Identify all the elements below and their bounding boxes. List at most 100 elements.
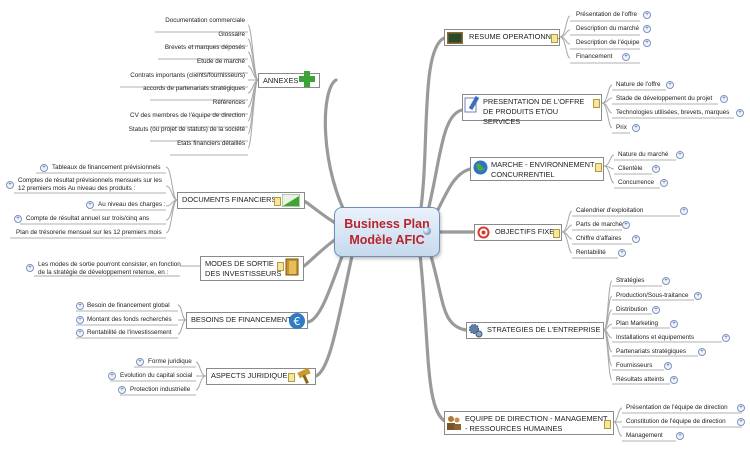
leaf-resume[interactable]: Description du marché <box>576 25 639 32</box>
expand-plus-icon[interactable]: + <box>737 404 745 412</box>
expand-plus-icon[interactable]: + <box>622 53 630 61</box>
expand-plus-icon[interactable]: + <box>722 334 730 342</box>
leaf-strategies[interactable]: Résultats atteints <box>616 376 665 383</box>
leaf-annexes[interactable]: Etats financiers détaillés <box>177 140 245 147</box>
expand-plus-icon[interactable]: + <box>643 25 651 33</box>
leaf-strategies[interactable]: Production/Sous-traitance <box>616 292 689 299</box>
leaf-annexes[interactable]: Etude de marché <box>197 58 245 65</box>
expand-plus-icon[interactable]: + <box>698 348 706 356</box>
leaf-marche[interactable]: Nature du marché <box>618 151 669 158</box>
expand-plus-icon[interactable]: + <box>736 109 744 117</box>
branch-documents-financiers[interactable]: DOCUMENTS FINANCIERS <box>177 192 305 209</box>
leaf-besoins[interactable]: Besoin de financement global <box>87 302 170 309</box>
expand-plus-icon[interactable]: + <box>694 292 702 300</box>
leaf-docs[interactable]: Comptes de résultat prévisionnels mensue… <box>18 177 162 192</box>
note-icon <box>277 262 284 271</box>
branch-presentation-offre[interactable]: PRESENTATION DE L'OFFRE DE PRODUITS ET/O… <box>462 94 602 126</box>
leaf-juridiques[interactable]: Protection industrielle <box>130 386 191 393</box>
leaf-equipe[interactable]: Constitution de l'équipe de direction <box>626 418 726 425</box>
expand-plus-icon[interactable]: + <box>720 95 728 103</box>
expand-plus-icon[interactable]: + <box>670 320 678 328</box>
expand-plus-icon[interactable]: + <box>632 124 640 132</box>
leaf-docs[interactable]: Compte de résultat annuel sur trois/cinq… <box>26 215 150 222</box>
expand-plus-icon[interactable]: + <box>643 39 651 47</box>
leaf-objectifs[interactable]: Chiffre d'affaires <box>576 235 622 242</box>
leaf-juridiques[interactable]: Forme juridique <box>148 358 192 365</box>
expand-plus-icon[interactable]: + <box>26 264 34 272</box>
expand-plus-icon[interactable]: + <box>670 376 678 384</box>
expand-plus-icon[interactable]: + <box>14 215 22 223</box>
branch-resume-operationnel[interactable]: RESUME OPERATIONNEL <box>444 29 560 46</box>
leaf-marche[interactable]: Clientèle <box>618 165 643 172</box>
branch-equipe-direction[interactable]: EQUIPE DE DIRECTION - MANAGEMENT - RESSO… <box>444 411 614 435</box>
leaf-annexes[interactable]: accords de partenariats stratégiques <box>143 85 245 92</box>
leaf-annexes[interactable]: Références <box>212 99 245 106</box>
leaf-annexes[interactable]: Statuts (ou projet de statuts) de la soc… <box>128 126 245 133</box>
expand-plus-icon[interactable]: + <box>652 165 660 173</box>
expand-plus-icon[interactable]: + <box>664 362 672 370</box>
expand-plus-icon[interactable]: + <box>108 372 116 380</box>
branch-sortie-label: MODES DE SORTIE DES INVESTISSEURS <box>205 259 282 278</box>
leaf-equipe[interactable]: Management <box>626 432 663 439</box>
expand-plus-icon[interactable]: + <box>680 207 688 215</box>
leaf-marche[interactable]: Concurrence <box>618 179 655 186</box>
leaf-besoins[interactable]: Rentabilité de l'investissement <box>87 329 172 336</box>
expand-plus-icon[interactable]: + <box>622 221 630 229</box>
leaf-resume[interactable]: Présentation de l'offre <box>576 11 637 18</box>
leaf-offre[interactable]: Technologies utilisées, brevets, marques <box>616 109 730 116</box>
expand-plus-icon[interactable]: + <box>660 179 668 187</box>
leaf-sortie[interactable]: Les modes de sortie pourront consister, … <box>38 261 181 276</box>
expand-plus-icon[interactable]: + <box>632 235 640 243</box>
expand-plus-icon[interactable]: + <box>6 181 14 189</box>
expand-plus-icon[interactable]: + <box>737 418 745 426</box>
expand-plus-icon[interactable]: + <box>662 277 670 285</box>
leaf-annexes[interactable]: Contrats importants (clients/fournisseur… <box>130 72 245 79</box>
leaf-objectifs[interactable]: Parts de marché <box>576 221 623 228</box>
gavel-icon <box>296 367 314 385</box>
expand-dot-icon[interactable] <box>423 227 431 235</box>
expand-plus-icon[interactable]: + <box>76 316 84 324</box>
leaf-equipe[interactable]: Présentation de l'équipe de direction <box>626 404 728 411</box>
leaf-besoins[interactable]: Montant des fonds recherchés <box>87 316 172 323</box>
branch-marche[interactable]: MARCHE - ENVIRONNEMENT CONCURRENTIEL <box>470 157 604 181</box>
expand-plus-icon[interactable]: + <box>652 306 660 314</box>
leaf-docs[interactable]: Tableaux de financement prévisionnels <box>52 164 161 171</box>
leaf-strategies[interactable]: Stratégies <box>616 277 645 284</box>
branch-strategies[interactable]: STRATEGIES DE L'ENTREPRISE <box>466 322 604 339</box>
leaf-offre[interactable]: Stade de développement du projet <box>616 95 713 102</box>
leaf-docs[interactable]: Plan de trésorerie mensuel sur les 12 pr… <box>16 229 162 236</box>
expand-plus-icon[interactable]: + <box>76 302 84 310</box>
expand-plus-icon[interactable]: + <box>618 249 626 257</box>
leaf-offre[interactable]: Prix <box>616 124 627 131</box>
leaf-annexes[interactable]: CV des membres de l'équipe de direction <box>130 112 245 119</box>
expand-plus-icon[interactable]: + <box>76 329 84 337</box>
expand-plus-icon[interactable]: + <box>676 151 684 159</box>
expand-plus-icon[interactable]: + <box>643 11 651 19</box>
branch-annexes-label: ANNEXES <box>263 76 299 85</box>
leaf-strategies[interactable]: Fournisseurs <box>616 362 653 369</box>
expand-plus-icon[interactable]: + <box>136 358 144 366</box>
leaf-strategies[interactable]: Plan Marketing <box>616 320 658 327</box>
leaf-strategies[interactable]: Partenariats stratégiques <box>616 348 687 355</box>
leaf-strategies[interactable]: Installations et équipements <box>616 334 695 341</box>
leaf-annexes[interactable]: Glossaire <box>218 31 245 38</box>
leaf-strategies[interactable]: Distribution <box>616 306 648 313</box>
note-icon <box>593 99 600 108</box>
expand-plus-icon[interactable]: + <box>666 81 674 89</box>
expand-plus-icon[interactable]: + <box>118 386 126 394</box>
leaf-objectifs[interactable]: Calendrier d'exploitation <box>576 207 644 214</box>
leaf-objectifs[interactable]: Rentabilité <box>576 249 606 256</box>
leaf-annexes[interactable]: Brevets et marques déposés <box>164 44 245 51</box>
leaf-resume[interactable]: Description de l'équipe <box>576 39 640 46</box>
leaf-juridiques[interactable]: Evolution du capital social <box>120 372 193 379</box>
branch-objectifs-fixes[interactable]: OBJECTIFS FIXES <box>474 224 562 241</box>
leaf-annexes[interactable]: Documentation commerciale <box>165 17 245 24</box>
central-topic[interactable]: Business Plan Modèle AFIC <box>334 207 440 257</box>
expand-plus-icon[interactable]: + <box>40 164 48 172</box>
branch-besoins-de-financement[interactable]: BESOINS DE FINANCEMENT <box>186 312 308 329</box>
leaf-resume[interactable]: Financement <box>576 53 613 60</box>
expand-plus-icon[interactable]: + <box>676 432 684 440</box>
leaf-offre[interactable]: Nature de l'offre <box>616 81 661 88</box>
leaf-docs[interactable]: Au niveau des charges : <box>98 201 166 208</box>
expand-plus-icon[interactable]: + <box>86 201 94 209</box>
